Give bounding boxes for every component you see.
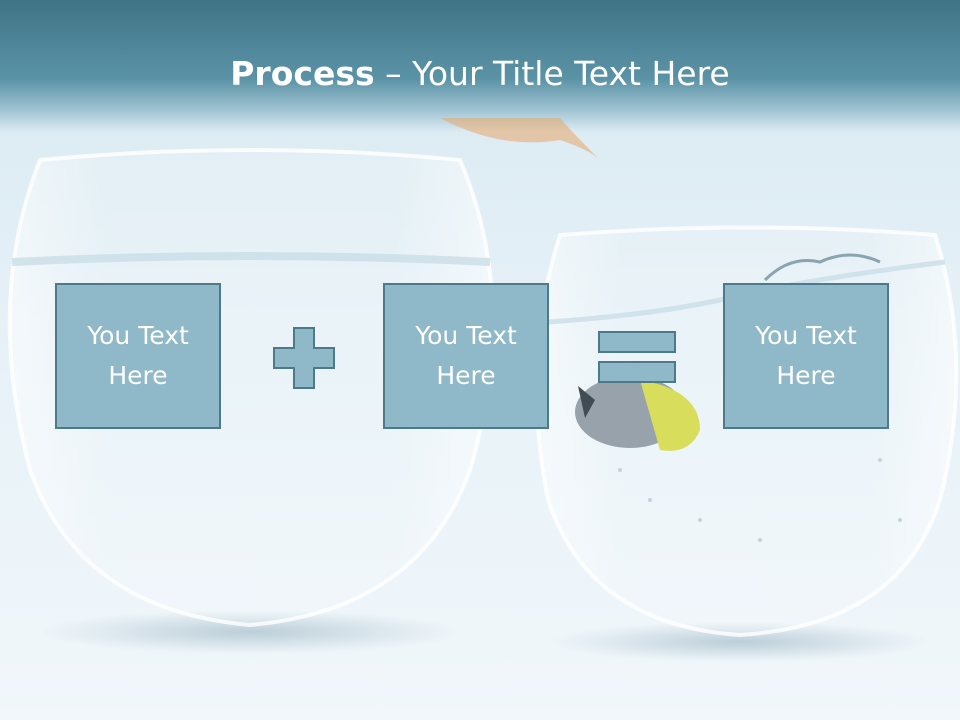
- title-bold: Process: [230, 54, 375, 93]
- text-box-3-label: You Text Here: [755, 321, 857, 390]
- plus-icon: [273, 327, 335, 389]
- title-rest: – Your Title Text Here: [374, 54, 730, 93]
- text-box-2-label: You Text Here: [415, 321, 517, 390]
- text-box-3[interactable]: You Text Here: [723, 283, 889, 429]
- text-box-1[interactable]: You Text Here: [55, 283, 221, 429]
- text-box-2[interactable]: You Text Here: [383, 283, 549, 429]
- title-bar: [0, 0, 960, 132]
- text-box-1-label: You Text Here: [87, 321, 189, 390]
- slide-title: Process – Your Title Text Here: [0, 52, 960, 96]
- equals-icon: [598, 331, 676, 383]
